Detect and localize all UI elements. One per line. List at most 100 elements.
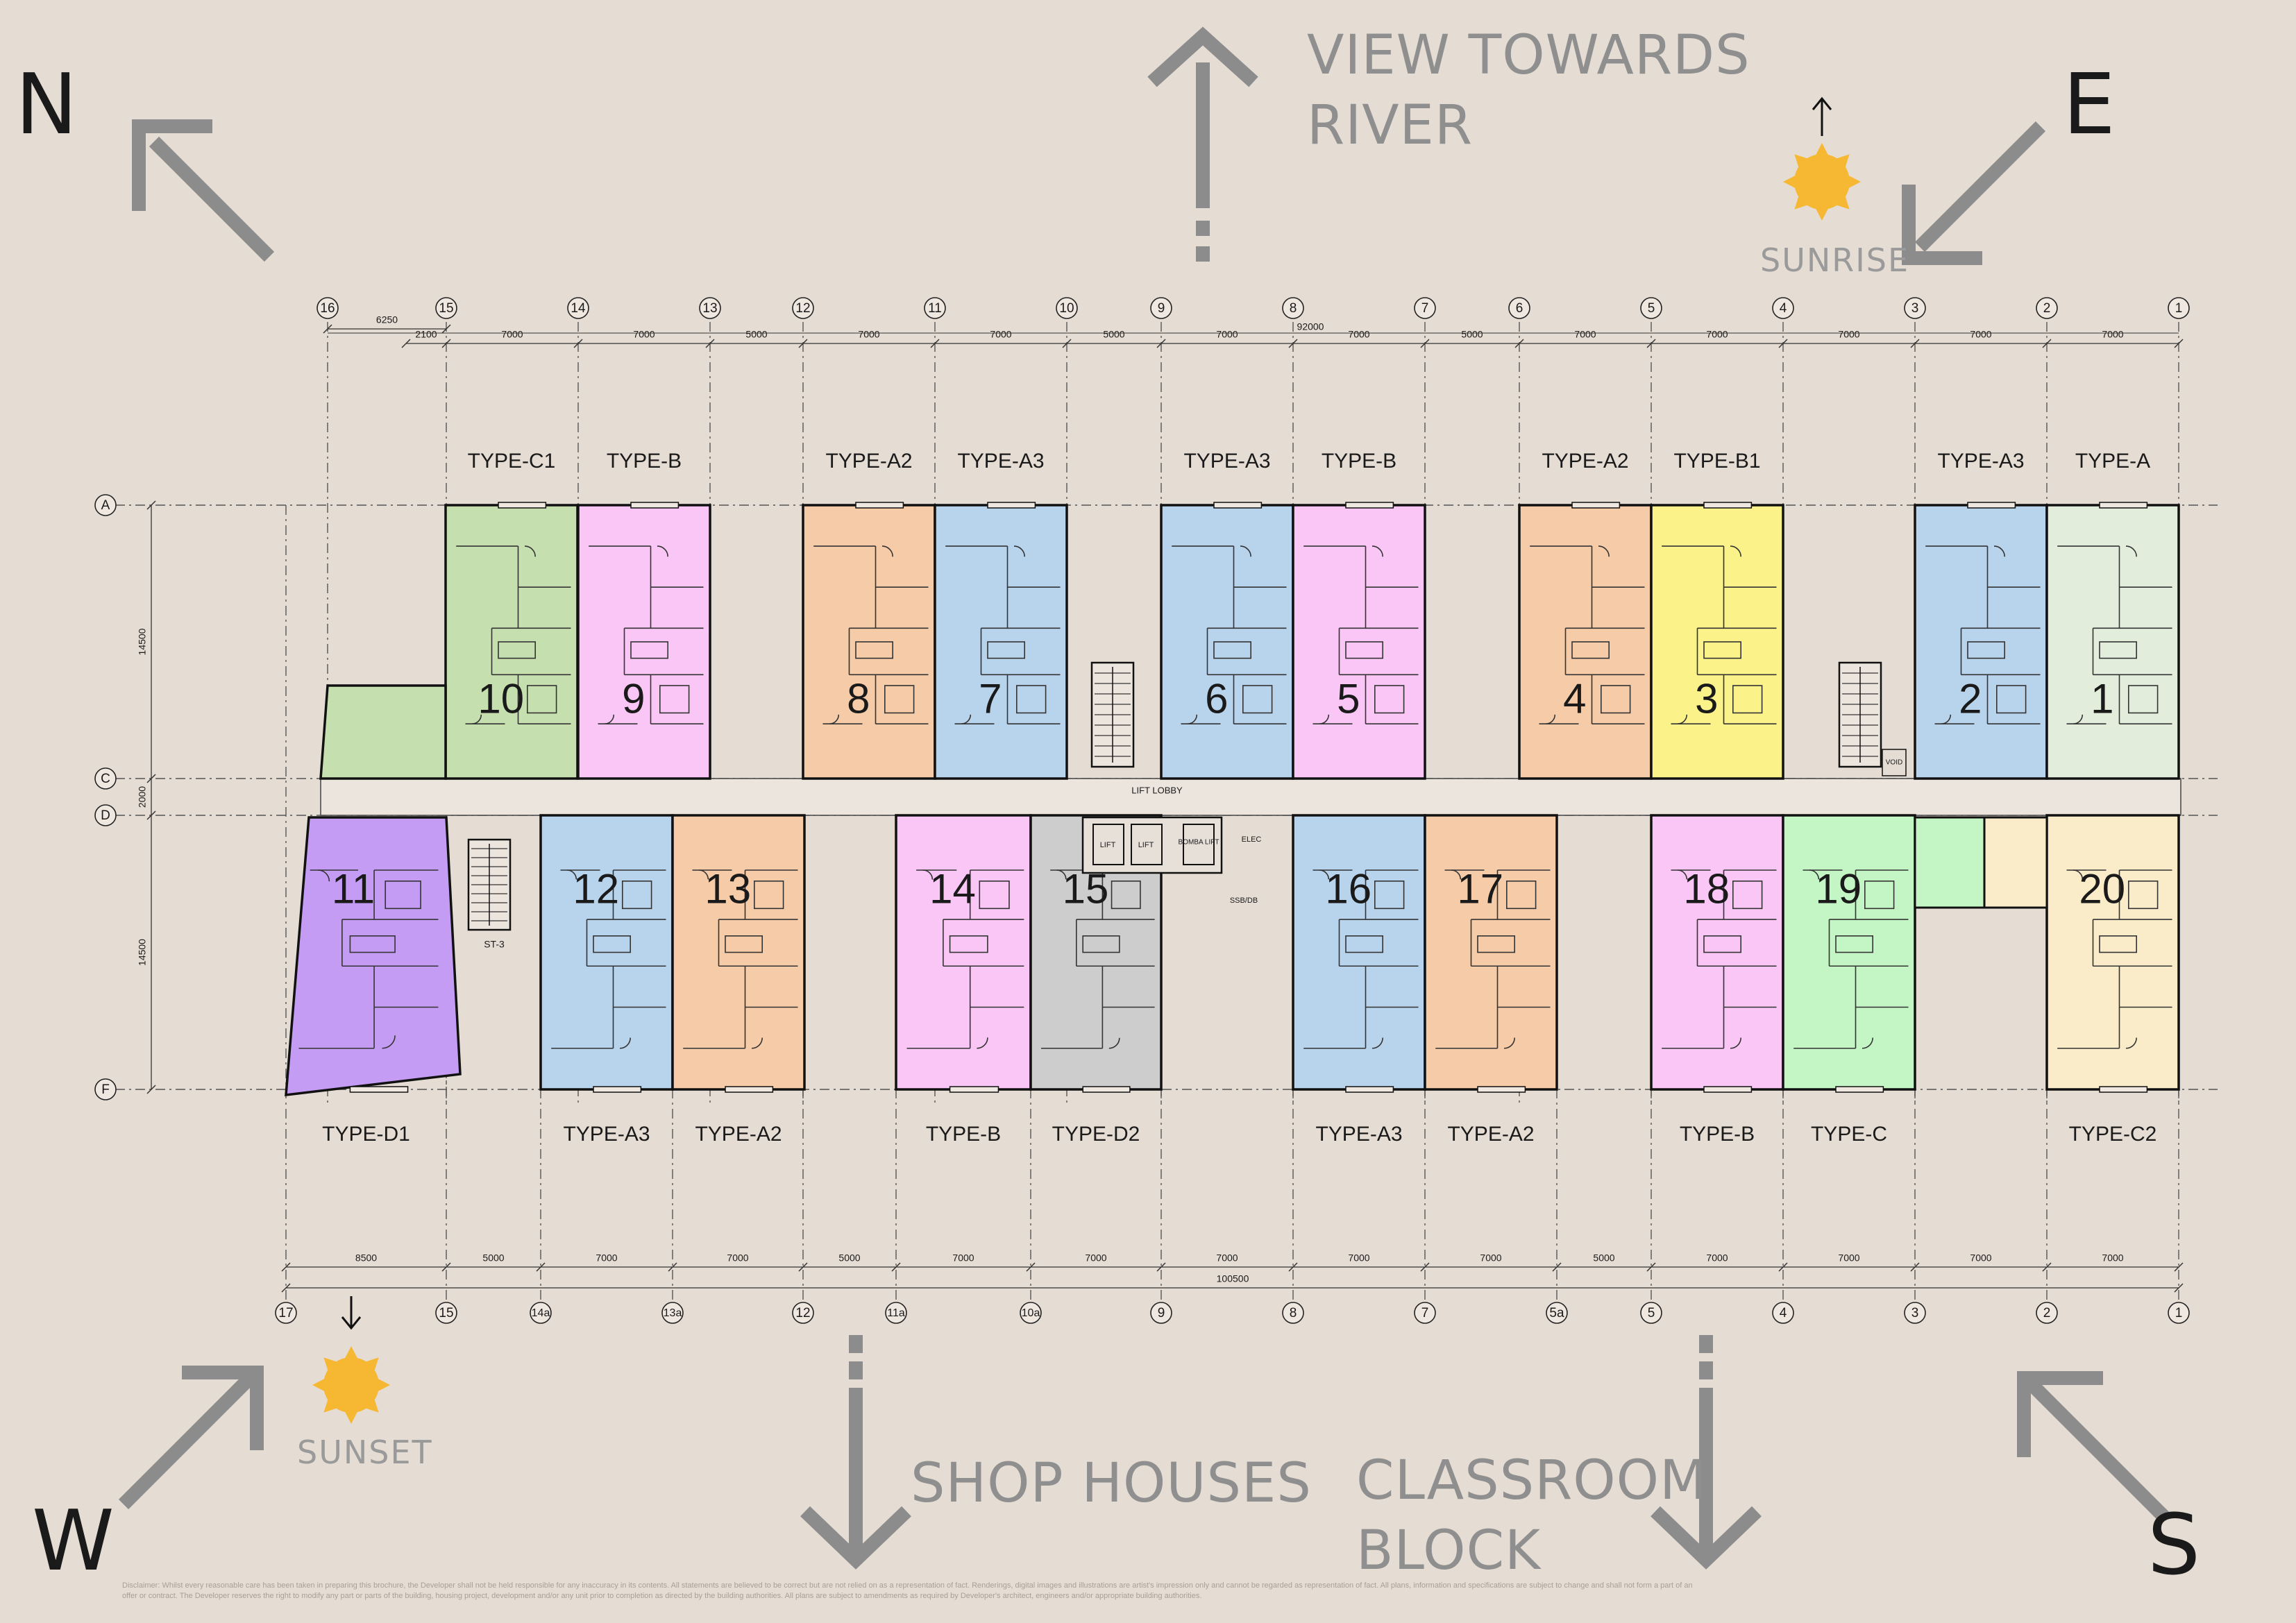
unit-20: 20	[2045, 814, 2180, 1093]
unit-15-rooms	[1041, 869, 1155, 1049]
grid-bubble-bottom-2-circle	[2036, 1302, 2058, 1324]
unit-9-type-label: TYPE-B	[607, 450, 682, 473]
grid-bubble-bottom-3-label: 3	[1911, 1306, 1919, 1320]
unit-18-number: 18	[1683, 865, 1730, 912]
dim-vertical-tick-0	[146, 500, 156, 510]
sunset-label: SUNSET	[297, 1434, 433, 1471]
unit-4-rooms-bath	[1601, 685, 1631, 714]
unit-20-extension	[1983, 816, 2048, 909]
unit-2-rooms	[1925, 545, 2041, 724]
unit-2-type-label: TYPE-A3	[1937, 450, 2024, 473]
unit-15-rooms-bath	[1111, 881, 1141, 910]
sunset-icon-ray-3	[323, 1400, 337, 1413]
unit-19-window	[1835, 1086, 1884, 1093]
lift-1-label: LIFT	[1100, 841, 1116, 849]
unit-13-rooms-door-swing-2	[698, 869, 709, 880]
grid-bubble-top-1: 1	[2168, 297, 2190, 319]
grid-bubble-top-11-label: 11	[928, 301, 942, 316]
unit-20-window	[2099, 1086, 2148, 1093]
unit-17-rooms-kitchen-counter	[1477, 935, 1516, 953]
grid-bubble-bottom-8-circle	[1282, 1302, 1304, 1324]
grid-bubble-top-5-label: 5	[1648, 301, 1655, 316]
sunrise-icon-ray-3	[1794, 196, 1807, 210]
sunset-icon-ray-0	[378, 1379, 390, 1391]
arrow-west-shaft	[118, 1371, 257, 1510]
dim-bottom-tick-4	[798, 1262, 808, 1272]
grid-bubble-bottom-10a-circle	[1020, 1302, 1042, 1324]
sunset-icon-ray-6	[345, 1346, 357, 1358]
sunset-icon-ray-5	[323, 1357, 337, 1370]
grid-bubble-row-D: D	[94, 804, 117, 826]
grid-bubble-top-11: 11	[924, 297, 946, 319]
sunrise-up-arrow	[1812, 96, 1832, 136]
dim-top-first-tick-1	[441, 324, 451, 334]
unit-7-rooms	[945, 545, 1061, 724]
unit-17-rooms-bath	[1506, 881, 1537, 910]
unit-15-rooms-door-swing-2	[1056, 869, 1067, 880]
sunrise-icon-ray-6	[1816, 143, 1828, 155]
unit-13-rooms	[683, 869, 798, 1049]
dim-bottom-tick-1	[441, 1262, 451, 1272]
dim-top-label-2: 7000	[633, 329, 655, 340]
arrow-north	[132, 119, 275, 262]
arrow-river	[1147, 26, 1258, 208]
unit-14: 14	[895, 814, 1032, 1093]
grid-bubble-bottom-14a-circle	[530, 1302, 552, 1324]
grid-bubble-top-16: 16	[316, 297, 339, 319]
unit-1: 1	[2045, 502, 2180, 780]
elec-label: ELEC	[1242, 835, 1262, 844]
unit-10-rooms-bath	[526, 685, 557, 714]
dim-top-label-8: 7000	[1348, 329, 1369, 340]
dim-bottom-tick-15	[2174, 1262, 2184, 1272]
grid-bubble-bottom-9-label: 9	[1158, 1306, 1165, 1320]
grid-bubble-top-2-label: 2	[2043, 301, 2051, 316]
unit-3-rooms	[1662, 545, 1777, 724]
stair-west	[467, 838, 512, 931]
grid-bubble-top-3-label: 3	[1911, 301, 1919, 316]
grid-bubble-top-16-label: 16	[320, 301, 335, 316]
unit-14-rooms-door-swing-2	[922, 869, 934, 880]
unit-7-rooms-bath	[1016, 685, 1047, 714]
grid-bubble-row-A-label: A	[101, 498, 110, 513]
arrow-river-dash-1	[1196, 221, 1210, 236]
unit-13-number: 13	[704, 865, 751, 912]
unit-4-rooms	[1530, 545, 1645, 724]
dim-top-first-tick-0	[323, 324, 332, 334]
grid-bubble-bottom-1-circle	[2168, 1302, 2190, 1324]
dim-bottom-tick-12	[1778, 1262, 1788, 1272]
grid-bubble-row-F-circle	[94, 1078, 117, 1101]
grid-bubble-bottom-5a-circle	[1546, 1302, 1568, 1324]
unit-10-wing	[319, 684, 447, 780]
unit-10-rooms-kitchen-counter	[498, 641, 537, 659]
unit-6-rooms-kitchen-counter	[1213, 641, 1252, 659]
dim-bottom-label-6: 7000	[1085, 1252, 1106, 1264]
dim-bottom-tick-13	[1910, 1262, 1920, 1272]
west-label: W	[32, 1493, 115, 1590]
unit-12-rooms-door-swing-2	[566, 869, 577, 880]
grid-bubble-bottom-15-label: 15	[439, 1306, 453, 1320]
unit-19-rooms-kitchen-counter	[1835, 935, 1874, 953]
unit-14-rooms	[906, 869, 1024, 1049]
dim-bottom-overall: 100500	[281, 1273, 2184, 1293]
grid-bubble-bottom-5: 5	[1640, 1302, 1662, 1324]
grid-bubble-bottom-11a-circle	[885, 1302, 907, 1324]
grid-bubble-top-4-label: 4	[1780, 301, 1787, 316]
unit-2-rooms-kitchen-counter	[1967, 641, 2006, 659]
unit-17: 17	[1424, 814, 1558, 1093]
unit-9-rooms-door-swing-2	[604, 714, 615, 724]
grid-bubble-bottom-9: 9	[1150, 1302, 1172, 1324]
unit-1-number: 1	[2091, 676, 2113, 722]
unit-8-rooms-kitchen-counter	[855, 641, 894, 659]
corridor	[320, 778, 2181, 816]
arrow-west-head	[182, 1366, 264, 1450]
grid-bubble-top-4-circle	[1772, 297, 1794, 319]
grid-bubble-bottom-5a-label: 5a	[1549, 1306, 1564, 1320]
arrow-north-head	[132, 119, 212, 211]
void-label: VOID	[1886, 759, 1902, 767]
void-box	[1882, 749, 1907, 776]
dim-top-tick-14	[2042, 339, 2052, 348]
sunset-icon-disc	[323, 1357, 379, 1413]
grid-bubble-bottom-12-circle	[792, 1302, 814, 1324]
view-classroom-label: CLASSROOM BLOCK	[1356, 1446, 1707, 1587]
grid-bubble-bottom-12-label: 12	[795, 1306, 810, 1320]
